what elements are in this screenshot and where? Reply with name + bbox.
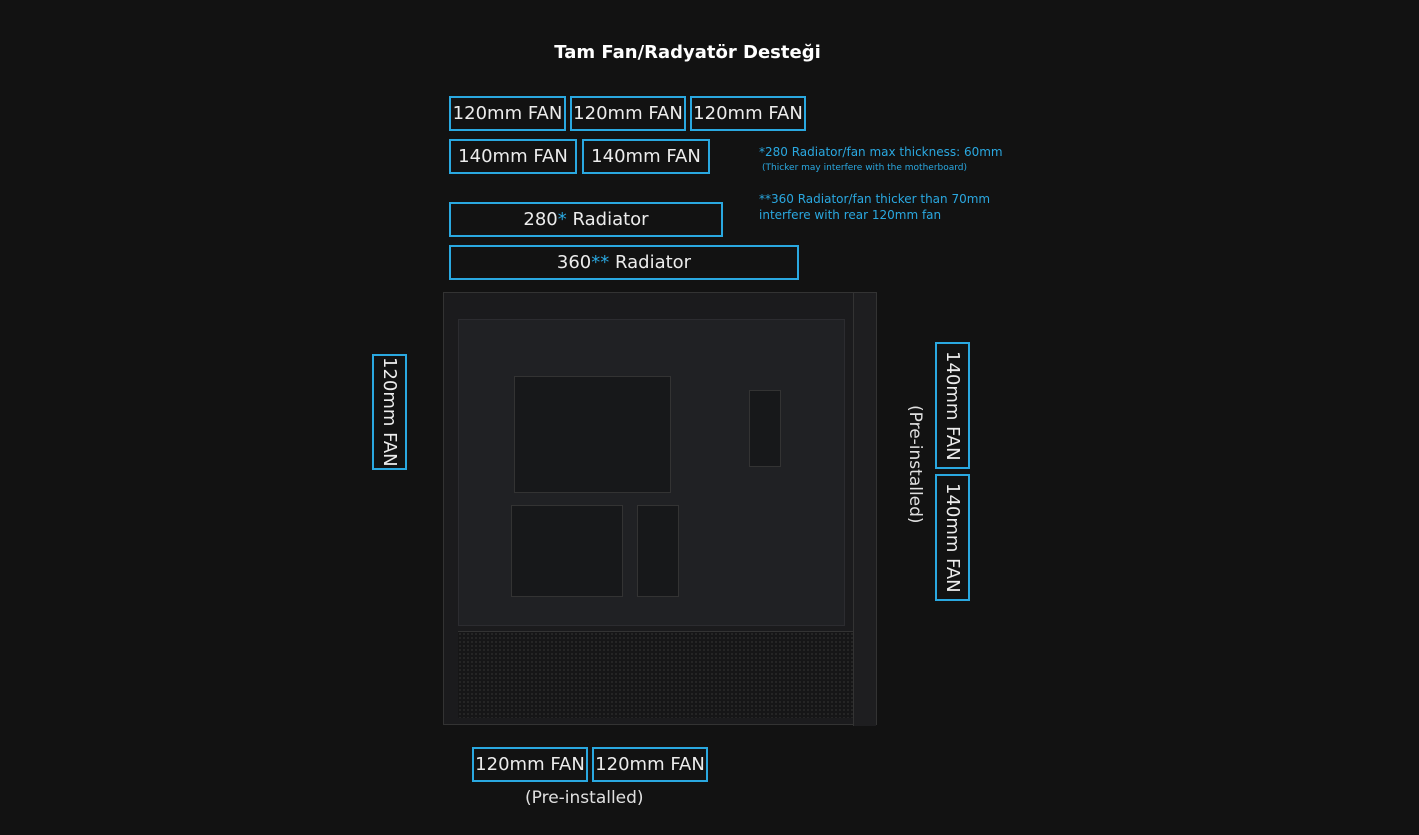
top-fan-120-2: 120mm FAN [570,96,686,131]
cable-grommet [749,390,781,467]
asterisk: * [557,209,567,230]
front-fan-140-1: 140mm FAN [935,342,970,469]
front-preinstalled-note: (Pre-installed) [905,405,925,524]
note-280-sub: (Thicker may interfere with the motherbo… [762,163,968,173]
rear-fan-120: 120mm FAN [372,354,407,470]
radiator-280-label: Radiator [572,209,649,230]
front-panel [853,293,876,726]
top-fan-120-1: 120mm FAN [449,96,566,131]
radiator-360-label: Radiator [615,252,692,273]
radiator-280: 280* Radiator [449,202,723,237]
note-360-line1: **360 Radiator/fan thicker than 70mm [759,192,991,206]
psu-shroud [458,631,858,718]
front-fan-140-2: 140mm FAN [935,474,970,601]
note-360-line2: interfere with rear 120mm fan [759,208,942,222]
top-fan-140-2: 140mm FAN [582,139,710,174]
radiator-280-size: 280 [523,209,558,230]
pc-case-image [443,292,877,726]
cutout [511,505,623,597]
radiator-360: 360** Radiator [449,245,799,280]
cutout [637,505,679,597]
asterisk: ** [591,252,610,273]
bottom-preinstalled-note: (Pre-installed) [525,788,644,808]
top-fan-120-3: 120mm FAN [690,96,806,131]
cutout [514,376,671,493]
radiator-360-size: 360 [556,252,592,273]
top-fan-140-1: 140mm FAN [449,139,577,174]
bottom-fan-120-2: 120mm FAN [592,747,708,782]
case-interior [458,319,845,626]
page-title: Tam Fan/Radyatör Desteği [554,42,821,63]
note-280: *280 Radiator/fan max thickness: 60mm [759,145,1003,159]
bottom-fan-120-1: 120mm FAN [472,747,588,782]
